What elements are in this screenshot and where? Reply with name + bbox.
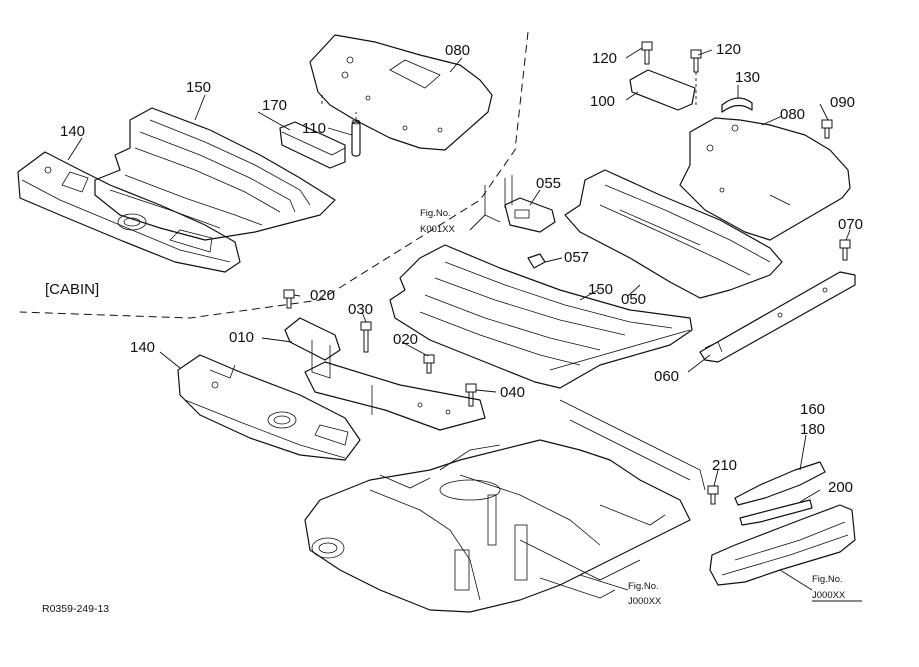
callout-label: 090 (830, 94, 855, 111)
fig-ref-line1: Fig.No. (812, 574, 843, 585)
part-020-bolt-upper (283, 289, 295, 309)
part-070-bolt (839, 239, 851, 261)
callout-label: 060 (654, 368, 679, 385)
part-020-bolt-lower (423, 354, 435, 374)
callout-label: 080 (780, 106, 805, 123)
part-210-bolt (707, 485, 719, 505)
part-160-180-cover (734, 461, 826, 506)
callout-label: 100 (590, 93, 615, 110)
callout-label: 140 (60, 123, 85, 140)
part-150-floor-mat (389, 244, 693, 389)
callout-label: 110 (302, 120, 326, 137)
callout-labels: 080 150 170 110 140 120 120 130 100 080 … (60, 41, 863, 496)
callout-label: 180 (800, 421, 825, 438)
part-090-bolt (821, 119, 833, 139)
callout-label: 130 (735, 69, 760, 86)
part-110-rod (351, 119, 361, 157)
callout-label: 200 (828, 479, 853, 496)
callout-label: 120 (592, 50, 617, 67)
cabin-section-label: [CABIN] (45, 281, 99, 298)
part-200-seal (739, 499, 813, 526)
part-150-cabin-mat (94, 107, 336, 241)
part-100-cover-plate (629, 69, 696, 111)
callout-label: 140 (130, 339, 155, 356)
part-080-cabin-plate (309, 34, 493, 151)
part-170-footrest (279, 121, 346, 169)
callout-label: 055 (536, 175, 561, 192)
fig-ref-line1: Fig.No. (420, 208, 451, 219)
callout-label: 057 (564, 249, 589, 266)
part-080-floor-plate (679, 117, 851, 241)
callout-label: 010 (229, 329, 254, 346)
callout-label: 020 (310, 287, 335, 304)
part-030-bolt (360, 321, 372, 353)
part-130-grommet (721, 97, 753, 113)
callout-label: 080 (445, 42, 470, 59)
part-step-fender (709, 504, 856, 586)
fig-ref-line2: K001XX (420, 224, 456, 235)
cabin-boundary-line (19, 31, 529, 319)
drawing-number: R0359-249-13 (42, 603, 109, 615)
callout-label: 150 (186, 79, 211, 96)
leader-lines (67, 47, 851, 591)
fig-ref-line2: J000XX (812, 590, 846, 601)
part-050-mat (564, 169, 783, 299)
fig-ref-k001xx: Fig.No. K001XX (420, 208, 456, 235)
callout-label: 150 (588, 281, 613, 298)
part-140-frame (177, 354, 361, 461)
part-060-bracket (699, 271, 856, 363)
callout-label: 030 (348, 301, 373, 318)
callout-label: 020 (393, 331, 418, 348)
part-010-bracket (284, 317, 341, 379)
part-140-cabin-frame (17, 151, 241, 273)
fig-ref-line2: J000XX (628, 596, 662, 607)
fig-ref-line1: Fig.No. (628, 581, 659, 592)
fig-ref-j000xx-a: Fig.No. J000XX (628, 581, 662, 607)
callout-label: 210 (712, 457, 737, 474)
callout-label: 170 (262, 97, 287, 114)
part-057-screw (527, 253, 546, 269)
callout-label: 040 (500, 384, 525, 401)
callout-label: 120 (716, 41, 741, 58)
part-chassis-frame (304, 399, 706, 613)
fig-ref-j000xx-b: Fig.No. J000XX (812, 574, 862, 602)
part-040-bolt (465, 383, 477, 407)
part-120-bolt-right (690, 49, 702, 105)
callout-label: 160 (800, 401, 825, 418)
callout-label: 070 (838, 216, 863, 233)
part-120-bolt-left (641, 41, 653, 65)
part-floor-panel (304, 361, 486, 431)
callout-label: 050 (621, 291, 646, 308)
